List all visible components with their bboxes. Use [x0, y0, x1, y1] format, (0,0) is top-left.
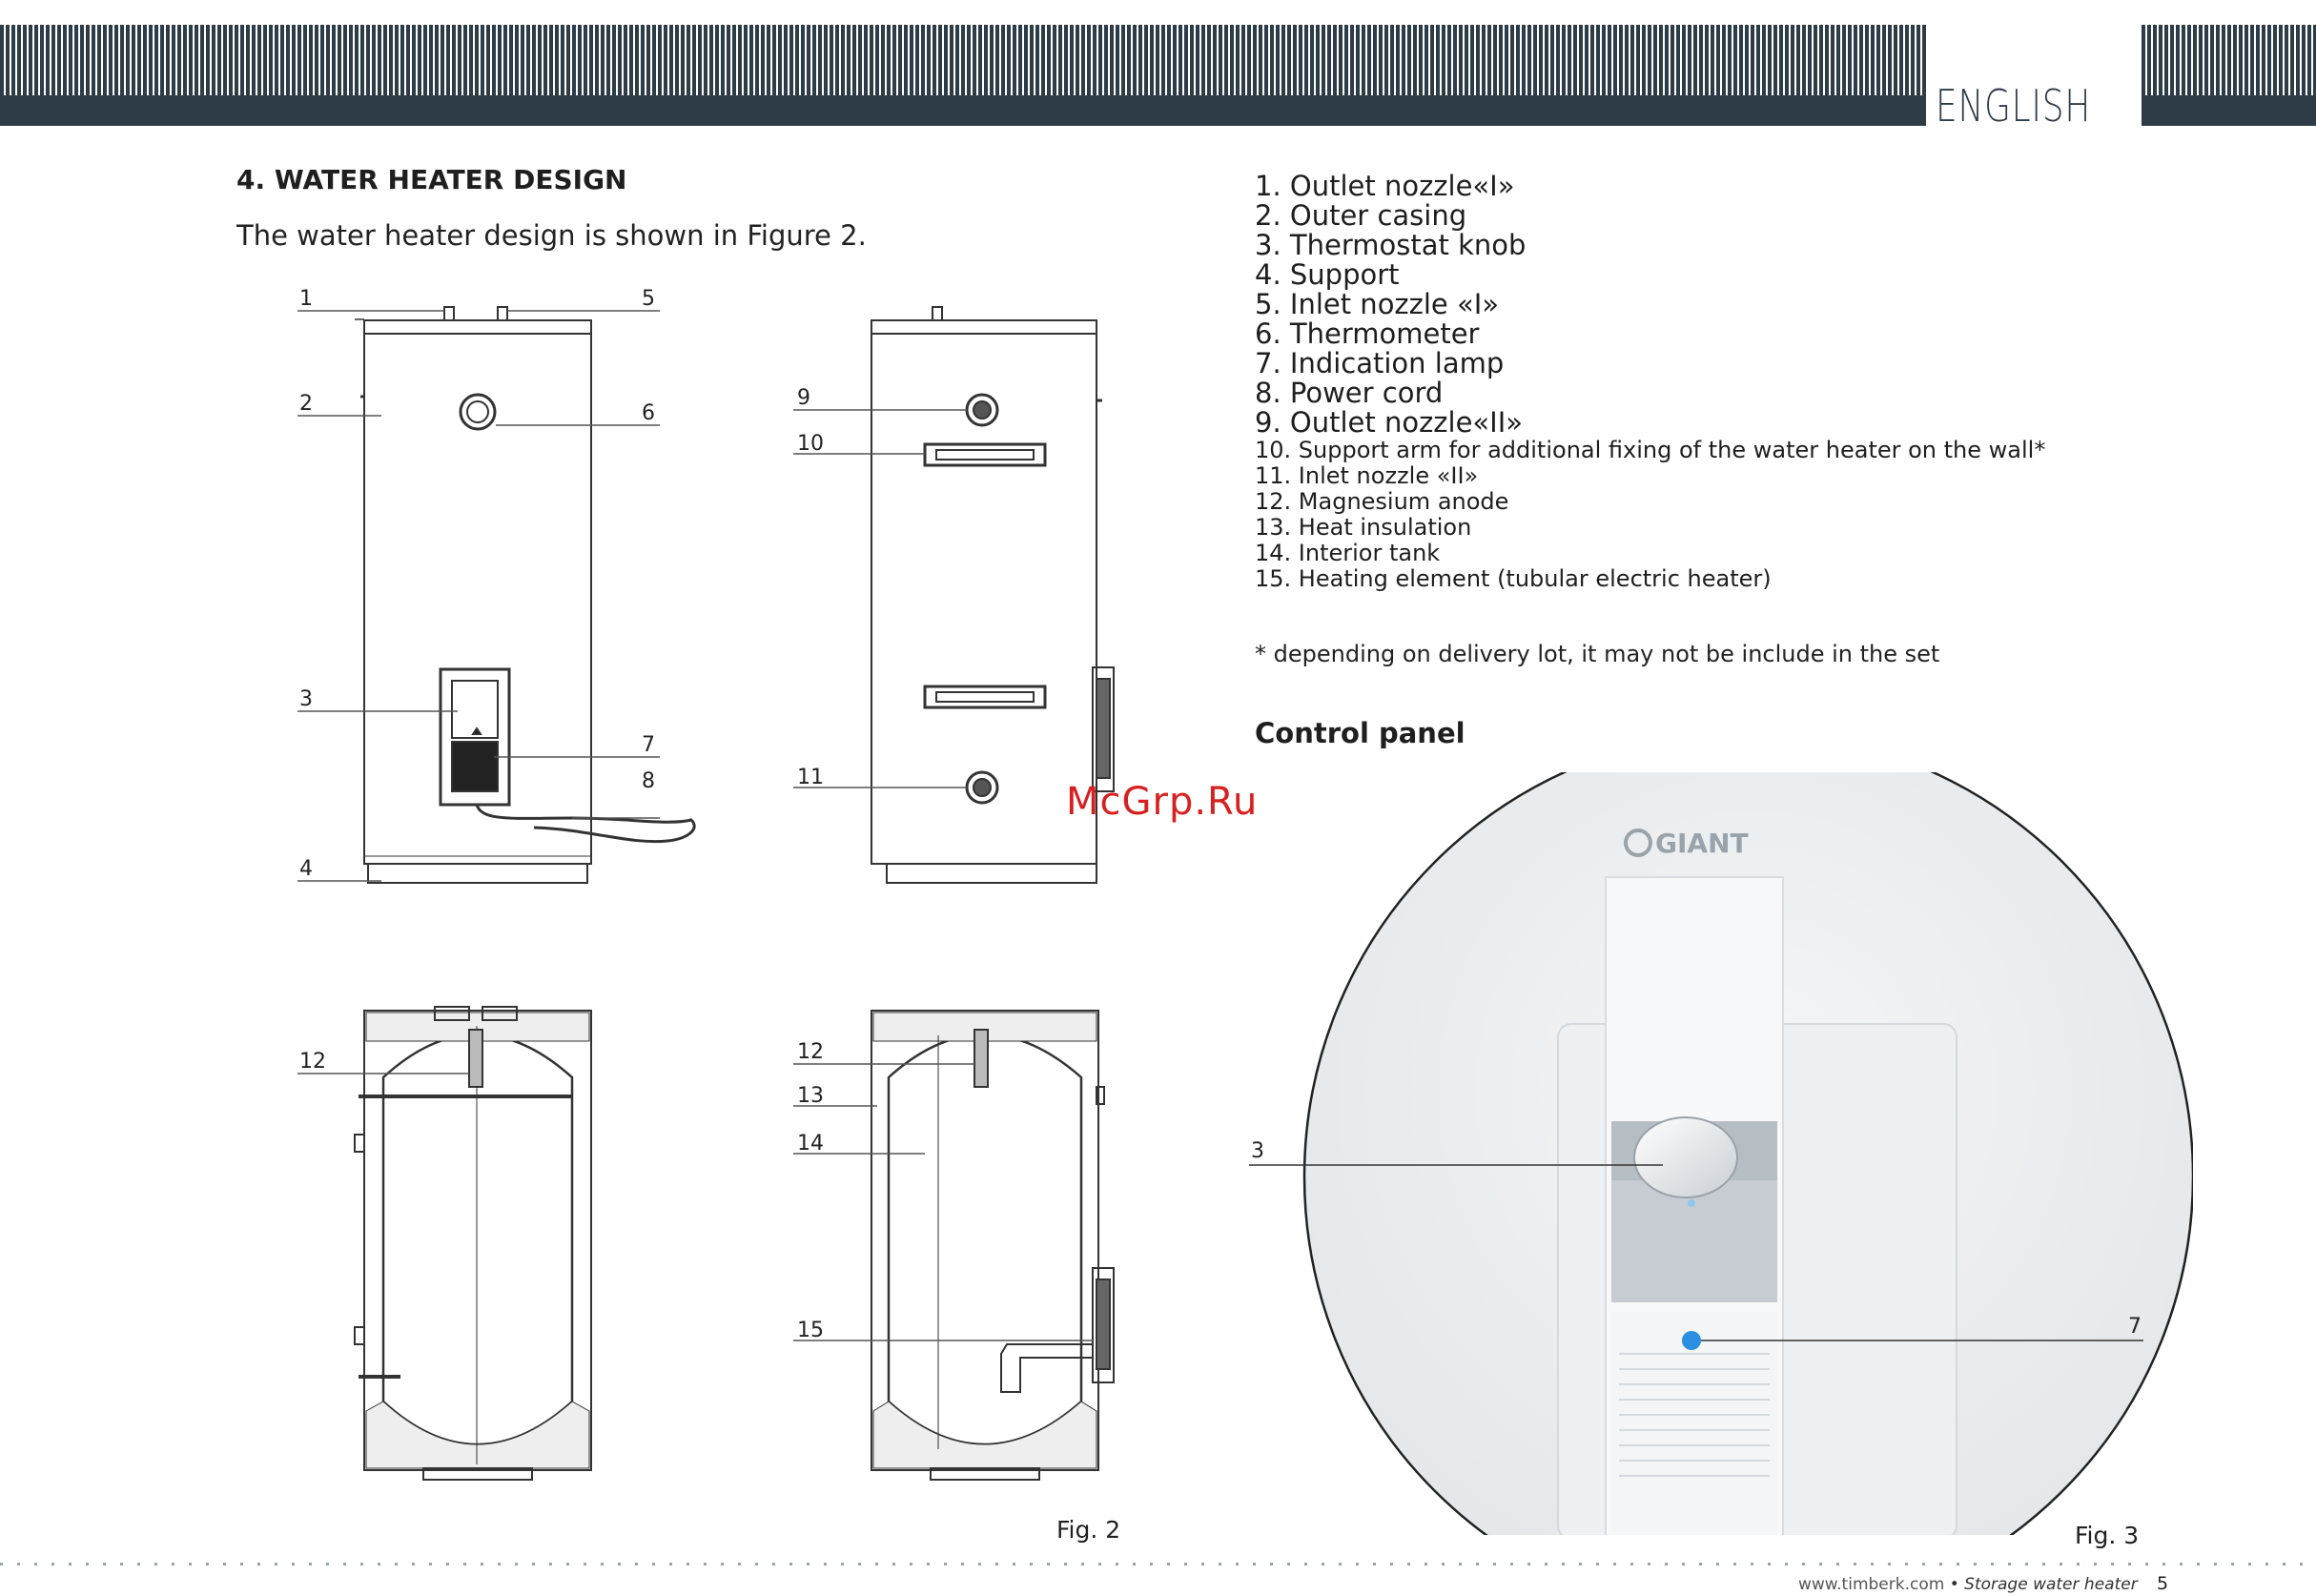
- callout-6: 6: [642, 401, 655, 425]
- list-item: 7. Indication lamp: [1255, 347, 1505, 379]
- svg-text:GIANT: GIANT: [1655, 828, 1749, 859]
- list-item: 15. Heating element (tubular electric he…: [1255, 565, 1772, 592]
- callout-5: 5: [642, 287, 655, 311]
- side-view-leaders: [793, 409, 967, 788]
- list-item: 1. Outlet nozzle«I»: [1255, 170, 1515, 202]
- callout-12-left: 12: [299, 1050, 326, 1074]
- callout-3: 3: [299, 687, 313, 711]
- list-item: 4. Support: [1255, 258, 1400, 291]
- footer: www.timberk.com • Storage water heater: [1798, 1575, 2138, 1594]
- callout-15: 15: [797, 1319, 824, 1342]
- front-view-leaders: [297, 310, 660, 882]
- callout-12-right: 12: [797, 1040, 824, 1064]
- indication-lamp-icon: [1682, 1331, 1701, 1350]
- section-view-left: [354, 1006, 592, 1481]
- fig3-callout-7: 7: [2128, 1315, 2142, 1339]
- control-panel-title: Control panel: [1255, 717, 1465, 749]
- front-view-heater: [355, 306, 696, 884]
- callout-2: 2: [299, 392, 313, 416]
- page-number: 5: [2157, 1573, 2169, 1594]
- figure-3-caption: Fig. 3: [2075, 1522, 2140, 1549]
- figure-3-control-panel: GIANT 3 7: [1249, 772, 2193, 1535]
- callout-9: 9: [797, 386, 810, 410]
- parts-list: 1. Outlet nozzle«I» 2. Outer casing 3. T…: [1255, 172, 2045, 592]
- section-leaders: [793, 1063, 1093, 1341]
- footer-site: www.timberk.com: [1798, 1575, 1945, 1594]
- footer-product: Storage water heater: [1964, 1575, 2138, 1594]
- header-bar-left: [0, 95, 1926, 126]
- callout-13: 13: [797, 1084, 824, 1108]
- list-item: 8. Power cord: [1255, 377, 1444, 409]
- callout-8: 8: [642, 769, 655, 793]
- callout-4: 4: [299, 857, 313, 881]
- list-item: 11. Inlet nozzle «II»: [1255, 462, 1479, 489]
- list-item: 14. Interior tank: [1255, 540, 1441, 566]
- list-item: 13. Heat insulation: [1255, 514, 1472, 541]
- header-stripe-right: [2142, 25, 2316, 95]
- list-item: 12. Magnesium anode: [1255, 488, 1509, 515]
- list-item: 5. Inlet nozzle «I»: [1255, 288, 1500, 320]
- callout-14: 14: [797, 1132, 824, 1156]
- side-view-heater: [871, 306, 1115, 884]
- list-item: 9. Outlet nozzle«II»: [1255, 406, 1524, 439]
- delivery-note: * depending on delivery lot, it may not …: [1255, 641, 1940, 667]
- footer-separator: •: [1944, 1575, 1965, 1594]
- header-bar-right: [2142, 95, 2316, 126]
- watermark: McGrp.Ru: [1066, 780, 1259, 824]
- callout-11: 11: [797, 766, 824, 789]
- callout-10: 10: [797, 432, 824, 456]
- language-label: ENGLISH: [1936, 80, 2092, 132]
- section-intro: The water heater design is shown in Figu…: [236, 219, 867, 252]
- giant-logo-icon: GIANT: [1624, 828, 1749, 859]
- section-view-right: [871, 1010, 1115, 1481]
- list-item: 10. Support arm for additional fixing of…: [1255, 437, 2046, 463]
- list-item: 2. Outer casing: [1255, 199, 1467, 232]
- list-item: 3. Thermostat knob: [1255, 229, 1527, 261]
- fig3-callout-3: 3: [1251, 1139, 1264, 1163]
- callout-1: 1: [299, 287, 313, 311]
- figure-2-caption: Fig. 2: [1056, 1516, 1121, 1544]
- list-item: 6. Thermometer: [1255, 317, 1480, 350]
- footer-divider: [0, 1563, 2316, 1565]
- figure-2-drawings: 1 5 2 6 3 7 8 4 9 10 11 12 12 13 14 15: [297, 287, 1115, 1481]
- header-stripe-left: [0, 25, 1926, 95]
- callout-7: 7: [642, 733, 655, 757]
- section-title: 4. WATER HEATER DESIGN: [236, 164, 627, 195]
